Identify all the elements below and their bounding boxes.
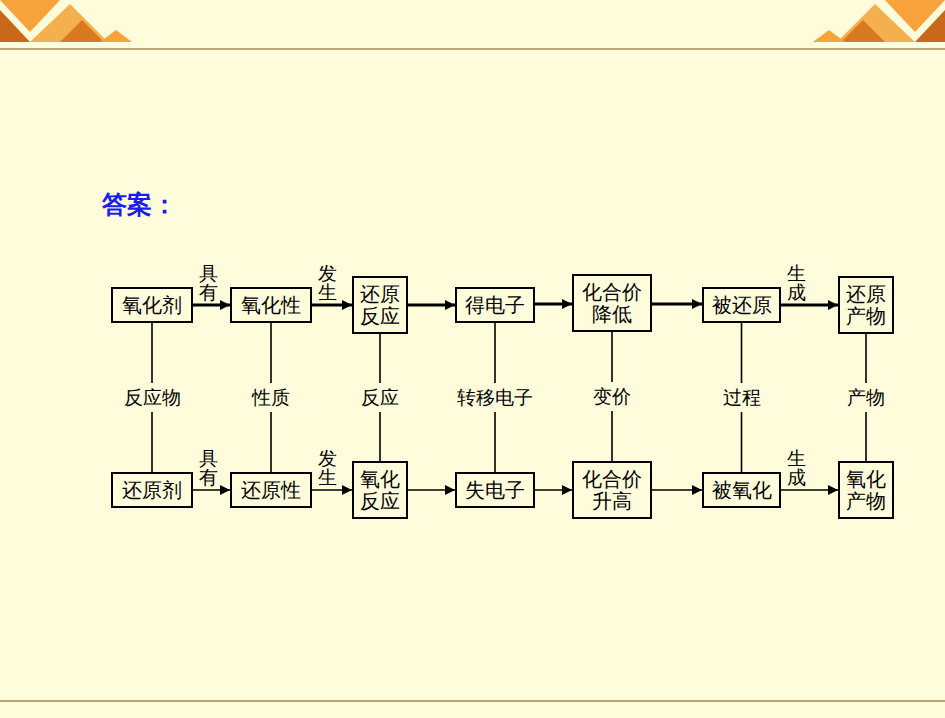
box-label: 得电子 (465, 294, 525, 316)
box-label: 还原反应 (355, 283, 405, 328)
flow-arrow (312, 304, 352, 307)
box-label: 氧化剂 (122, 294, 182, 316)
box-label: 氧化产物 (841, 468, 891, 513)
flow-arrow (535, 489, 572, 491)
flow-arrow (781, 304, 838, 307)
flow-arrow (781, 489, 838, 491)
flow-arrow (408, 489, 455, 491)
concept-box: 化合价升高 (572, 461, 652, 519)
edge-label: 发生 (317, 449, 337, 487)
concept-box: 氧化性 (230, 287, 312, 323)
concept-box: 失电子 (455, 472, 535, 508)
header-rule (0, 48, 945, 50)
edge-label: 生成 (786, 449, 806, 487)
box-label: 还原产物 (841, 283, 891, 328)
concept-box: 还原反应 (352, 276, 408, 334)
concept-box: 氧化反应 (352, 461, 408, 519)
box-label: 被氧化 (712, 479, 772, 501)
edge-label: 变价 (592, 382, 632, 411)
edge-label: 生成 (786, 264, 806, 302)
corner-ornament (0, 0, 945, 42)
concept-box: 化合价降低 (572, 274, 652, 332)
concept-box: 还原产物 (838, 276, 894, 334)
concept-box: 还原性 (230, 472, 312, 508)
flow-arrow (312, 489, 352, 491)
box-label: 失电子 (465, 479, 525, 501)
footer-rule (0, 700, 945, 702)
flow-arrow (193, 489, 230, 491)
edge-label: 具有 (198, 264, 218, 302)
box-label: 还原剂 (122, 479, 182, 501)
flow-arrow (408, 304, 455, 307)
concept-box: 被氧化 (702, 472, 781, 508)
box-label: 氧化性 (241, 294, 301, 316)
flow-arrow (652, 489, 702, 491)
edge-label: 过程 (722, 383, 762, 412)
box-label: 还原性 (241, 479, 301, 501)
edge-label: 转移电子 (456, 383, 534, 412)
flow-arrow (193, 304, 230, 307)
flow-arrow (652, 303, 702, 306)
edge-label: 反应物 (123, 383, 182, 412)
box-label: 被还原 (712, 294, 772, 316)
concept-box: 氧化剂 (111, 287, 193, 323)
concept-box: 被还原 (702, 287, 781, 323)
concept-box: 得电子 (455, 287, 535, 323)
box-label: 化合价降低 (575, 281, 649, 326)
concept-box: 还原剂 (111, 472, 193, 508)
edge-label: 反应 (360, 383, 400, 412)
edge-label: 具有 (198, 449, 218, 487)
slide-title: 答案： (102, 188, 177, 221)
box-label: 氧化反应 (355, 468, 405, 513)
edge-label: 发生 (317, 264, 337, 302)
edge-label: 性质 (251, 383, 291, 412)
flow-arrow (535, 303, 572, 306)
box-label: 化合价升高 (575, 468, 649, 513)
concept-box: 氧化产物 (838, 461, 894, 519)
edge-label: 产物 (846, 383, 886, 412)
